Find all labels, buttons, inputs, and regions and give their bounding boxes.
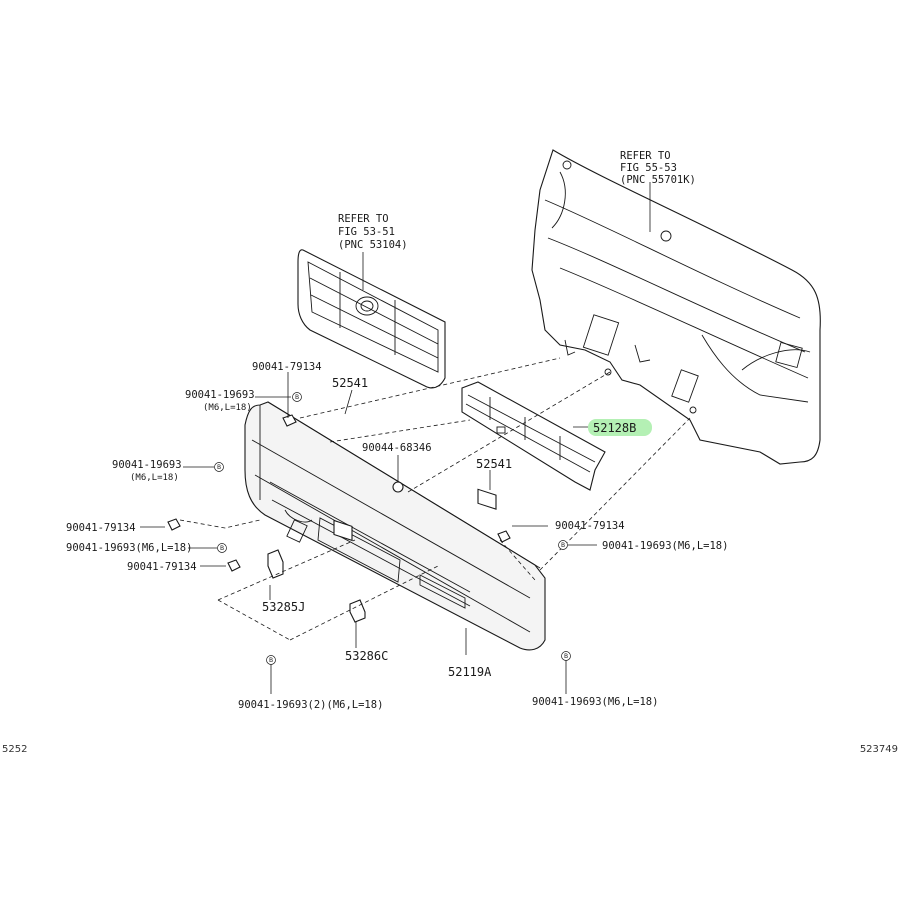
svg-text:REFER TO: REFER TO xyxy=(338,213,389,225)
label-52119a[interactable]: 52119A xyxy=(448,665,492,679)
label-52128b[interactable]: 52128B xyxy=(593,421,636,435)
svg-text:B: B xyxy=(564,653,568,660)
svg-text:B: B xyxy=(295,394,299,401)
label-90041-19693-c[interactable]: 90041-19693(M6,L=18) xyxy=(66,542,192,554)
corner-code-right: 523749 xyxy=(860,744,898,755)
highlight-52128b xyxy=(588,419,652,436)
bolt-marker: B xyxy=(558,540,568,550)
clip-90044 xyxy=(392,481,404,493)
bumper-reinforcement-52128b xyxy=(461,381,606,491)
reference-hood: REFER TO FIG 55-53 (PNC 55701K) xyxy=(620,150,696,186)
leader-lines xyxy=(140,182,651,694)
label-90041-19693-bottom-right[interactable]: 90041-19693(M6,L=18) xyxy=(532,696,658,708)
bracket-53285j xyxy=(267,549,284,579)
nut-90041-79134 xyxy=(167,414,511,572)
bolt-markers: B B B B B B xyxy=(214,392,571,665)
label-52541-mid[interactable]: 52541 xyxy=(476,457,512,471)
svg-text:B: B xyxy=(561,542,565,549)
reference-grille: REFER TO FIG 53-51 (PNC 53104) xyxy=(338,213,408,251)
label-52541-top[interactable]: 52541 xyxy=(332,376,368,390)
label-90041-79134-left[interactable]: 90041-79134 xyxy=(66,522,136,534)
label-90041-19693-a-sub: (M6,L=18) xyxy=(203,403,252,413)
bolt-marker: B xyxy=(292,392,302,402)
svg-text:FIG 55-53: FIG 55-53 xyxy=(620,162,677,174)
front-bumper-52119a xyxy=(244,401,546,651)
bolt-marker: B xyxy=(217,543,227,553)
bracket-53286c xyxy=(349,599,366,623)
clip-52541-mid xyxy=(477,488,497,510)
front-body-panel xyxy=(531,149,821,465)
label-90041-79134-right[interactable]: 90041-79134 xyxy=(555,520,625,532)
corner-code-left: 5252 xyxy=(2,744,27,755)
label-53286c[interactable]: 53286C xyxy=(345,649,388,663)
label-90044-68346[interactable]: 90044-68346 xyxy=(362,442,432,454)
radiator-grille xyxy=(297,249,446,389)
bolt-marker: B xyxy=(214,462,224,472)
svg-text:(PNC 55701K): (PNC 55701K) xyxy=(620,174,696,186)
clip-52541-top xyxy=(333,519,353,542)
label-90041-19693-a[interactable]: 90041-19693 xyxy=(185,389,255,401)
label-53285j[interactable]: 53285J xyxy=(262,600,305,614)
label-90041-19693-b-sub: (M6,L=18) xyxy=(130,473,179,483)
svg-text:FIG 53-51: FIG 53-51 xyxy=(338,226,395,238)
svg-text:B: B xyxy=(269,657,273,664)
svg-text:(PNC 53104): (PNC 53104) xyxy=(338,239,408,251)
svg-text:B: B xyxy=(217,464,221,471)
label-90041-79134-top[interactable]: 90041-79134 xyxy=(252,361,322,373)
bolt-marker: B xyxy=(266,655,276,665)
label-90041-19693-right[interactable]: 90041-19693(M6,L=18) xyxy=(602,540,728,552)
bolt-marker: B xyxy=(561,651,571,661)
label-90041-79134-low[interactable]: 90041-79134 xyxy=(127,561,197,573)
svg-text:REFER TO: REFER TO xyxy=(620,150,671,162)
label-90041-19693-b[interactable]: 90041-19693 xyxy=(112,459,182,471)
label-90041-19693-2[interactable]: 90041-19693(2)(M6,L=18) xyxy=(238,699,383,711)
svg-text:B: B xyxy=(220,545,224,552)
